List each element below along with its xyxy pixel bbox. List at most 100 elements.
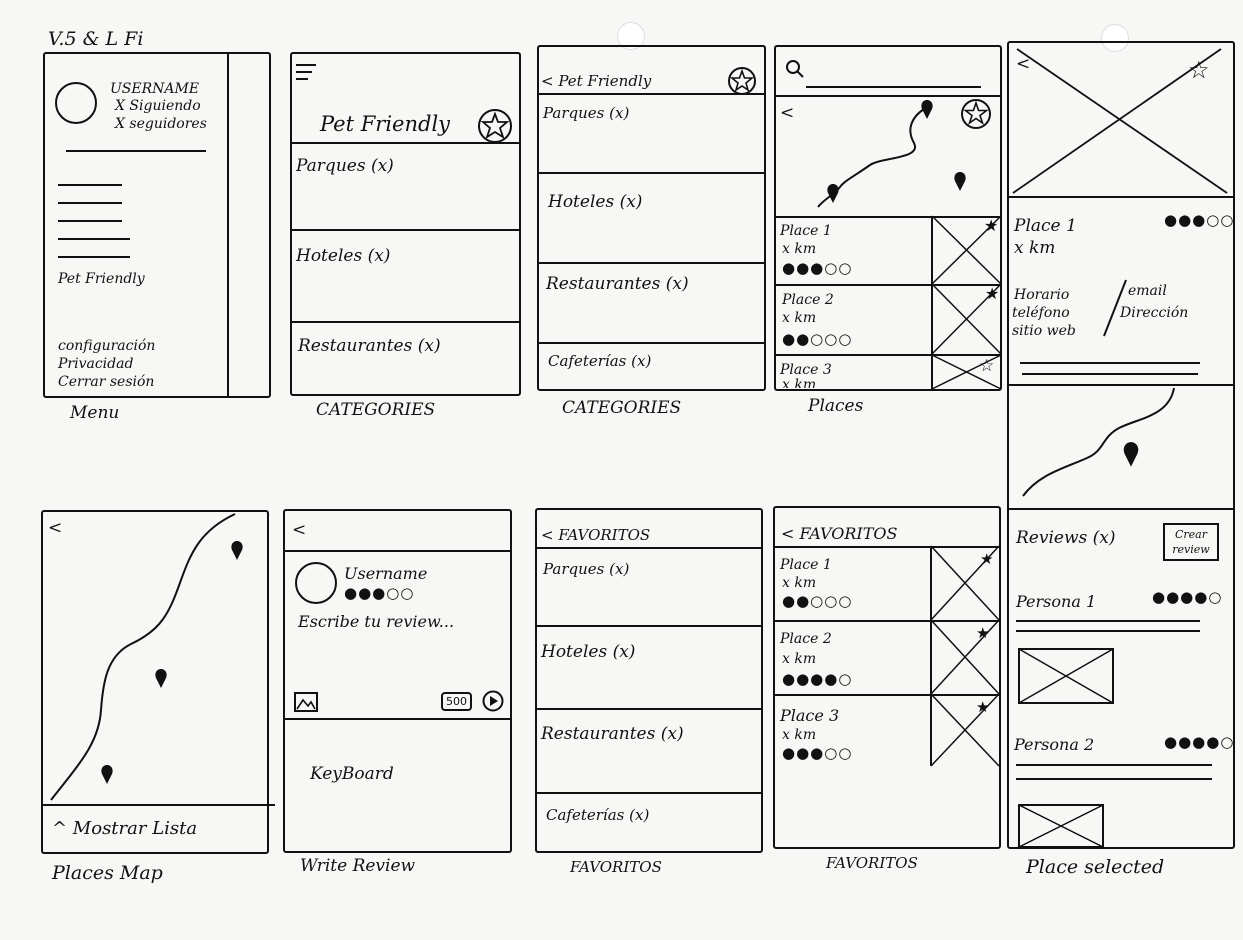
review-rating-input[interactable]: ●●●○○ [344,584,415,602]
place-distance: x km [782,377,817,388]
map-route[interactable] [41,510,269,802]
avatar[interactable] [55,82,97,124]
map-pin-icon[interactable] [826,184,840,204]
send-icon[interactable] [482,690,504,712]
image-placeholder-icon [930,693,1000,767]
punch-hole [1101,24,1129,52]
create-review-label-2: review [1172,543,1210,556]
place-name[interactable]: Place 2 [782,292,834,308]
review-text-input[interactable]: Escribe tu review... [298,612,455,631]
back-icon[interactable]: < [48,518,63,538]
image-placeholder-icon [930,545,1000,621]
category-hoteles[interactable]: Hoteles (x) [548,192,643,212]
show-list-button[interactable]: ^ Mostrar Lista [52,818,198,839]
menu-item-placeholder[interactable] [58,238,130,240]
review-image-placeholder [1018,648,1114,704]
menu-item-privacidad[interactable]: Privacidad [58,356,134,372]
star-icon[interactable]: ★ [976,624,990,642]
favorite-place-rating: ●●●●○ [782,670,853,688]
category-hoteles[interactable]: Hoteles (x) [296,246,391,266]
map-route[interactable] [1009,384,1233,504]
map-pin-icon[interactable] [953,172,967,192]
menu-seguidores[interactable]: X seguidores [115,116,207,132]
info-telefono[interactable]: teléfono [1012,305,1070,321]
back-icon[interactable]: < [780,103,795,123]
map-pin-icon[interactable] [1122,442,1140,468]
star-icon[interactable]: ★ [976,698,990,716]
menu-item-pet-friendly[interactable]: Pet Friendly [58,271,145,287]
info-email[interactable]: email [1128,283,1167,299]
menu-item-placeholder[interactable] [58,256,130,258]
star-icon[interactable] [727,66,757,96]
star-icon[interactable]: ★ [985,284,1000,303]
menu-item-configuracion[interactable]: configuración [58,338,156,354]
search-input-underline[interactable] [806,86,981,88]
map-pin-icon[interactable] [920,100,934,120]
search-icon[interactable] [784,58,806,80]
place-distance: x km [1014,238,1056,258]
write-review-header-divider [285,550,510,552]
place-selected-caption: Place selected [1026,856,1165,878]
review-image-placeholder [1018,804,1104,848]
create-review-label-1: Crear [1174,528,1207,541]
categories1-frame [290,52,521,396]
map-pin-icon[interactable] [154,668,168,690]
map-route[interactable] [774,95,1002,220]
info-direccion[interactable]: Dirección [1120,305,1189,321]
menu-item-placeholder[interactable] [58,220,122,222]
menu-item-placeholder[interactable] [58,202,122,204]
keyboard-area[interactable]: KeyBoard [310,764,394,784]
place-name[interactable]: Place 3 [780,362,832,378]
review-rating: ●●●●○ [1164,733,1235,751]
menu-item-cerrar-sesion[interactable]: Cerrar sesión [58,374,155,390]
category-restaurantes[interactable]: Restaurantes (x) [546,274,689,294]
star-icon[interactable] [477,108,513,144]
back-icon[interactable]: < [1016,54,1031,74]
category-divider [292,229,519,231]
star-icon[interactable]: ★ [980,550,994,568]
category-restaurantes[interactable]: Restaurantes (x) [298,336,441,356]
favoritos1-header-divider [537,547,761,549]
favoritos2-header-divider [775,546,999,548]
place-rating: ●●●○○ [782,259,853,277]
star-icon[interactable]: ☆ [1188,56,1210,84]
back-icon[interactable]: < [292,520,307,540]
image-placeholder-icon [931,283,1002,355]
category-cafeterias[interactable]: Cafeterías (x) [548,352,652,370]
categories2-header[interactable]: < Pet Friendly [541,72,652,90]
favorite-place-name[interactable]: Place 3 [780,706,840,725]
favorite-row-divider [775,694,999,696]
map-pin-icon[interactable] [230,540,244,562]
favoritos-category-hoteles[interactable]: Hoteles (x) [541,642,636,662]
info-rule [1022,373,1198,375]
star-icon[interactable] [960,98,992,130]
place-name[interactable]: Place 1 [780,223,832,239]
hamburger-icon[interactable] [296,64,320,80]
place-row-divider [776,354,1000,356]
favoritos-category-parques[interactable]: Parques (x) [543,560,630,578]
map-pin-icon[interactable] [100,764,114,786]
category-parques[interactable]: Parques (x) [296,156,394,176]
favorite-place-name[interactable]: Place 2 [780,631,832,647]
places-header-divider [776,95,1000,97]
favoritos-category-cafeterias[interactable]: Cafeterías (x) [546,806,650,824]
menu-item-placeholder[interactable] [58,184,122,186]
favoritos-category-restaurantes[interactable]: Restaurantes (x) [541,724,684,744]
category-parques[interactable]: Parques (x) [543,104,630,122]
create-review-button[interactable]: Crear review [1163,523,1219,561]
image-icon[interactable] [294,692,318,712]
info-sitio-web[interactable]: sitio web [1012,323,1076,339]
favoritos2-header[interactable]: < FAVORITOS [781,524,898,543]
show-list-divider [43,804,275,806]
favorite-place-name[interactable]: Place 1 [780,557,832,573]
star-icon[interactable]: ☆ [979,356,995,376]
place-distance: x km [782,241,817,257]
places-caption: Places [808,396,864,416]
star-icon[interactable]: ★ [984,216,999,235]
info-separator [1103,279,1127,337]
image-placeholder-icon [931,354,1002,390]
favoritos1-header[interactable]: < FAVORITOS [541,526,651,544]
menu-username: USERNAME [110,81,200,97]
place-name: Place 1 [1014,216,1077,236]
menu-siguiendo[interactable]: X Siguiendo [115,98,201,114]
